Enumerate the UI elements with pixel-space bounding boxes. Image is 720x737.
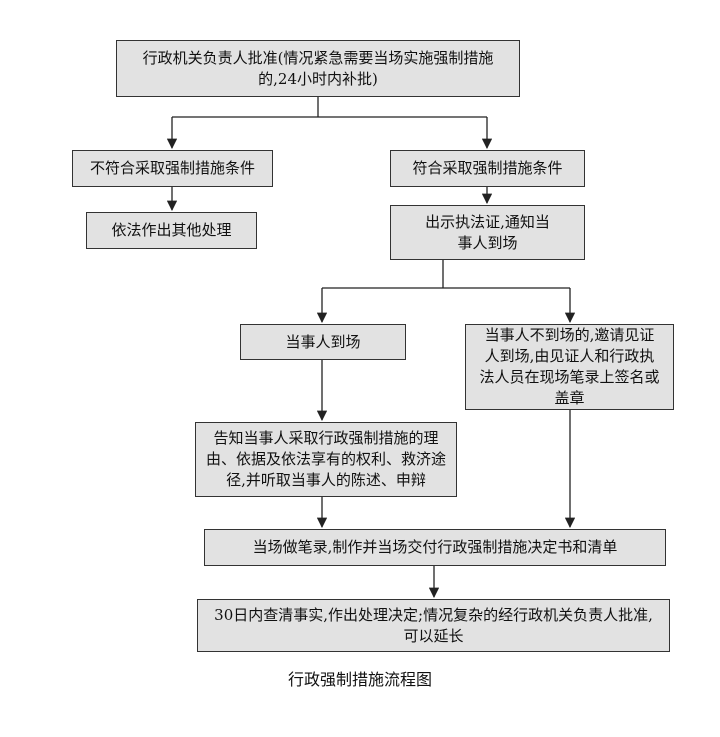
node-party-present: 当事人到场 <box>240 324 406 360</box>
node-inform: 告知当事人采取行政强制措施的理由、依据及依法享有的权利、救济途径,并听取当事人的… <box>195 422 457 497</box>
diagram-caption: 行政强制措施流程图 <box>287 670 432 689</box>
node-approval: 行政机关负责人批准(情况紧急需要当场实施强制措施的,24小时内补批) <box>116 40 520 97</box>
node-decision: 30日内查清事实,作出处理决定;情况复杂的经行政机关负责人批准,可以延长 <box>197 599 670 652</box>
node-party-absent: 当事人不到场的,邀请见证人到场,由见证人和行政执法人员在现场笔录上签名或盖章 <box>465 324 674 410</box>
node-record: 当场做笔录,制作并当场交付行政强制措施决定书和清单 <box>204 529 666 566</box>
node-met: 符合采取强制措施条件 <box>390 150 585 187</box>
node-show-cert: 出示执法证,通知当事人到场 <box>390 205 585 260</box>
node-other-handling: 依法作出其他处理 <box>86 212 257 249</box>
node-not-met: 不符合采取强制措施条件 <box>72 150 273 187</box>
